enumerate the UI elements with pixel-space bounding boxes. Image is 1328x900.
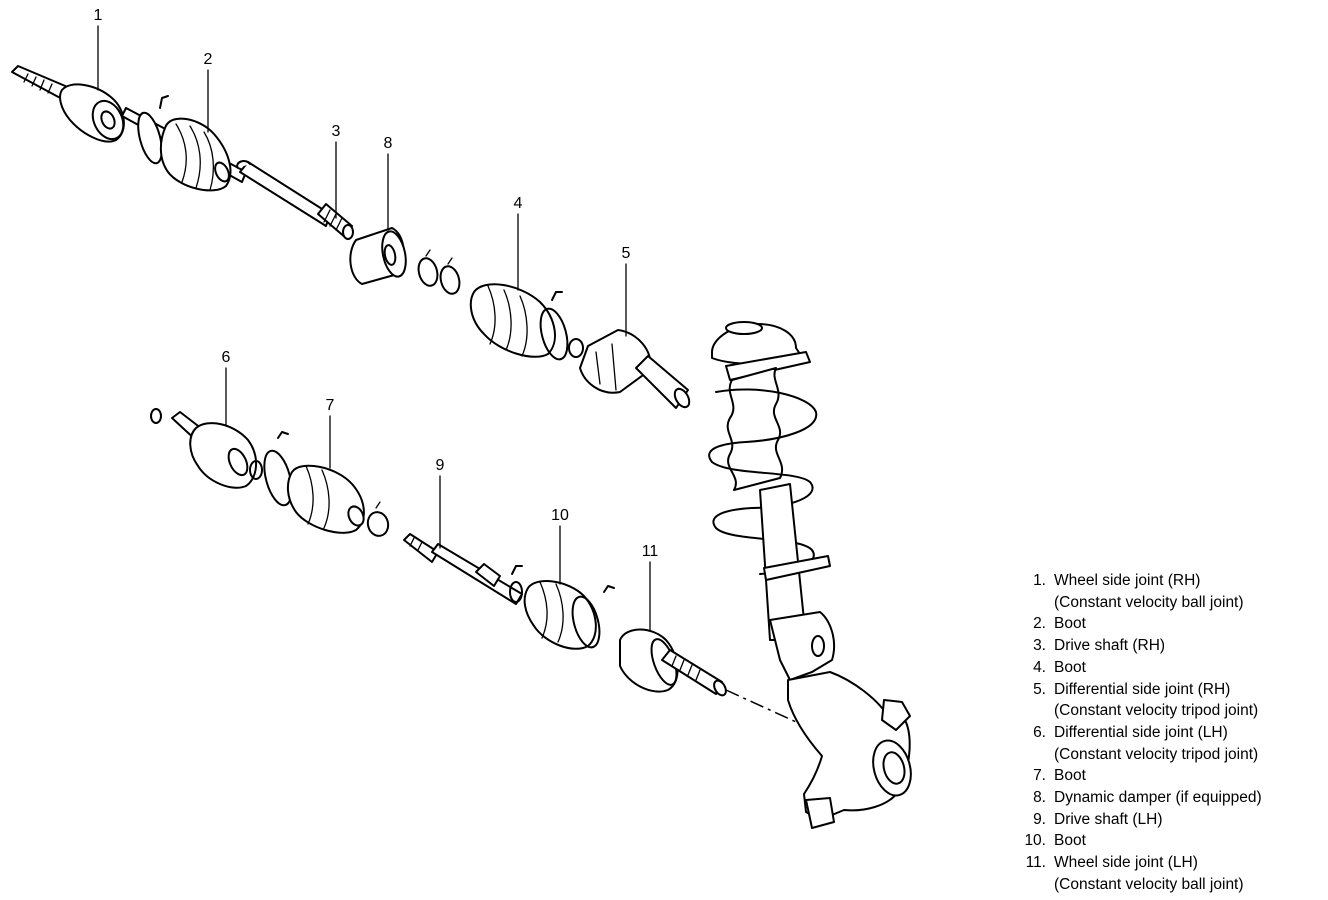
legend-number: 2. [1033, 615, 1046, 633]
legend-text: Boot [1054, 658, 1086, 676]
strut-assembly [708, 321, 912, 829]
legend-text: Boot [1054, 767, 1086, 785]
boot-clamps-rh [417, 249, 461, 295]
legend-item-continuation: (Constant velocity tripod joint) [1012, 744, 1322, 766]
callout-7: 7 [326, 397, 335, 414]
legend-number [1012, 744, 1054, 766]
callout-5: 5 [622, 245, 631, 262]
callout-11: 11 [642, 543, 659, 560]
legend-item: 4. Boot [1012, 657, 1322, 679]
legend-text: Differential side joint (LH) [1054, 723, 1228, 741]
wheel-side-joint-rh [11, 65, 125, 143]
boot-lh-wheel-side [509, 565, 615, 650]
legend-item: 7. Boot [1012, 765, 1322, 787]
callout-leaders [97, 25, 651, 631]
legend-text: Boot [1054, 832, 1086, 850]
legend-number: 11. [1025, 854, 1046, 872]
legend-number [1012, 592, 1054, 614]
legend-item-continuation: (Constant velocity tripod joint) [1012, 700, 1322, 722]
legend-item: 1. Wheel side joint (RH) [1012, 570, 1322, 592]
diff-side-joint-lh [150, 408, 289, 489]
legend-text: Wheel side joint (RH) [1054, 572, 1201, 589]
legend-item: 8. Dynamic damper (if equipped) [1012, 787, 1322, 809]
legend-number [1012, 874, 1054, 896]
legend-item: 2. Boot [1012, 613, 1322, 635]
legend-text: Differential side joint (RH) [1054, 680, 1231, 698]
legend-item: 9. Drive shaft (LH) [1012, 809, 1322, 831]
legend-text: Drive shaft (LH) [1054, 810, 1163, 828]
legend-number: 9. [1033, 810, 1046, 828]
legend-text: Drive shaft (RH) [1054, 637, 1166, 655]
callout-2: 2 [204, 51, 213, 68]
legend-item: 6. Differential side joint (LH) [1012, 722, 1322, 744]
legend-number: 10. [1024, 832, 1046, 850]
legend-text: Boot [1054, 615, 1086, 633]
legend-number: 1. [1033, 572, 1046, 589]
legend-text: Dynamic damper (if equipped) [1054, 789, 1262, 807]
legend-item: 3. Drive shaft (RH) [1012, 635, 1322, 657]
parts-legend: 1. Wheel side joint (RH) (Constant velocit… [1012, 570, 1322, 896]
callout-8: 8 [384, 135, 393, 152]
legend-text: (Constant velocity ball joint) [1054, 875, 1244, 893]
legend-text: (Constant velocity tripod joint) [1054, 745, 1259, 763]
callout-6: 6 [222, 349, 231, 366]
legend-item: 11. Wheel side joint (LH) [1012, 852, 1322, 874]
callout-3: 3 [332, 123, 341, 140]
legend-text: (Constant velocity tripod joint) [1054, 702, 1259, 720]
legend-item-continuation: (Constant velocity ball joint) [1012, 592, 1322, 614]
callout-4: 4 [514, 195, 523, 212]
axis-centerline [725, 689, 841, 743]
legend-text: (Constant velocity ball joint) [1054, 593, 1244, 611]
callout-1: 1 [94, 7, 103, 24]
boot-rh-diff-side [469, 283, 584, 361]
callout-9: 9 [436, 457, 445, 474]
legend-number [1012, 700, 1054, 722]
callout-10: 10 [551, 507, 569, 524]
legend-number: 7. [1033, 767, 1046, 785]
legend-item: 5. Differential side joint (RH) [1012, 679, 1322, 701]
dynamic-damper [349, 227, 407, 285]
boot-rh-wheel-side [137, 95, 251, 192]
legend-number: 8. [1033, 789, 1046, 807]
legend-text: Wheel side joint (LH) [1054, 854, 1198, 872]
legend-item-continuation: (Constant velocity ball joint) [1012, 874, 1322, 896]
legend-number: 6. [1033, 723, 1046, 741]
wheel-side-joint-lh [619, 628, 727, 697]
legend-number: 4. [1033, 658, 1046, 676]
diff-side-joint-rh [579, 329, 691, 409]
legend-number: 3. [1033, 637, 1046, 655]
drive-shaft-lh [403, 533, 523, 605]
legend-item: 10. Boot [1012, 830, 1322, 852]
legend-number: 5. [1033, 680, 1046, 698]
boot-lh-diff-side [263, 449, 390, 537]
